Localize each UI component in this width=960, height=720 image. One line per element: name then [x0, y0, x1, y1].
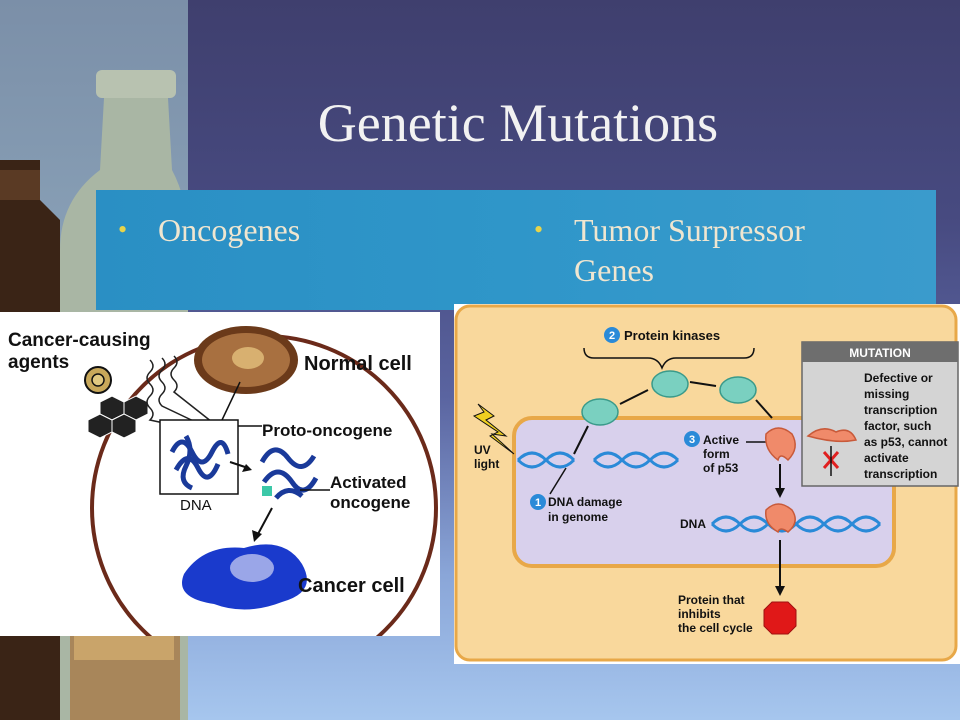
slide-title: Genetic Mutations: [317, 93, 719, 153]
step3-line2: form: [703, 447, 730, 461]
mutation-line: transcription: [864, 467, 937, 481]
normal-cell-label: Normal cell: [304, 353, 412, 375]
step-badge: [684, 431, 700, 447]
protein-line3: the cell cycle: [678, 621, 753, 635]
mutation-line: factor, such: [864, 419, 931, 433]
agents-label-line2: agents: [8, 352, 69, 373]
activated-label-line1: Activated: [330, 473, 407, 492]
dna-label: DNA: [180, 497, 212, 514]
normal-cell-icon: [194, 326, 298, 394]
step1-number: 1: [535, 497, 541, 509]
uv-label-line1: UV: [474, 443, 491, 457]
activated-dna-icon: [259, 447, 319, 500]
mutation-header-bar: [802, 342, 958, 362]
dna-box: [159, 419, 239, 495]
protein-line1: Protein that: [678, 593, 745, 607]
protein-line2: inhibits: [678, 607, 721, 621]
content-panel: [96, 190, 936, 310]
step3-line3: of p53: [703, 461, 739, 475]
arrowhead: [775, 586, 785, 596]
nucleus: [512, 416, 896, 568]
step1-line1: DNA damage: [548, 495, 623, 509]
dna-label: DNA: [680, 517, 706, 531]
pointer-line: [221, 381, 241, 421]
benzene-rings-icon: [87, 395, 149, 439]
radiation-icon: [84, 366, 112, 394]
mutation-line: missing: [864, 387, 909, 401]
step2-label: Protein kinases: [624, 328, 720, 343]
arrow: [257, 507, 273, 535]
bound-p53-icon: [765, 503, 796, 534]
bullet-oncogenes: • Oncogenes: [118, 210, 301, 250]
step3-line1: Active: [703, 433, 739, 447]
dna-helix-icon: [710, 515, 882, 533]
arrowhead: [242, 464, 252, 472]
brace: [583, 347, 755, 371]
cancer-cell-icon: [182, 544, 307, 610]
proto-oncogene-label: Proto-oncogene: [262, 421, 392, 440]
mutation-line: activate: [864, 451, 909, 465]
bullet-tumor-suppressor: • Tumor Surpressor Genes: [534, 210, 874, 290]
pointer-line: [549, 467, 567, 495]
mutation-text: Defective or missing transcription facto…: [864, 371, 947, 481]
defective-p53-icon: [806, 428, 858, 443]
arrowhead: [775, 488, 785, 498]
kinase-ovals: [581, 370, 757, 426]
uv-label-line2: light: [474, 457, 499, 471]
dna-coil-icon: [169, 434, 231, 491]
step-badge: [530, 494, 546, 510]
agents-label-line1: Cancer-causing: [8, 330, 151, 351]
dna-helix-icon: [516, 451, 680, 469]
oncogene-diagram: Cancer-causing agents: [0, 312, 440, 682]
oncogene-marker: [262, 486, 272, 496]
radiation-waves: [146, 355, 213, 431]
arrowhead: [252, 530, 262, 542]
bullet-dot-icon: •: [534, 215, 544, 244]
p53-pathway-diagram: 2 Protein kinases UV light: [454, 304, 960, 664]
step1-line2: in genome: [548, 510, 608, 524]
step-badge: [604, 327, 620, 343]
mutation-line: transcription: [864, 403, 937, 417]
mutation-header: MUTATION: [849, 346, 911, 360]
mutation-line: Defective or: [864, 371, 933, 385]
bullet-dot-icon: •: [118, 215, 128, 244]
bullet-text: Oncogenes: [158, 212, 301, 248]
step2-number: 2: [609, 330, 615, 342]
stop-protein-icon: [763, 601, 797, 635]
bullet-text: Tumor Surpressor Genes: [574, 212, 805, 288]
p53-protein-icon: [765, 427, 796, 462]
cancer-cell-label: Cancer cell: [298, 575, 405, 597]
uv-lightning-icon: [472, 403, 515, 455]
kinase-arrows: [573, 381, 773, 455]
mutation-line: as p53, cannot: [864, 435, 947, 449]
step3-number: 3: [689, 434, 695, 446]
activated-label-line2: oncogene: [330, 493, 410, 512]
